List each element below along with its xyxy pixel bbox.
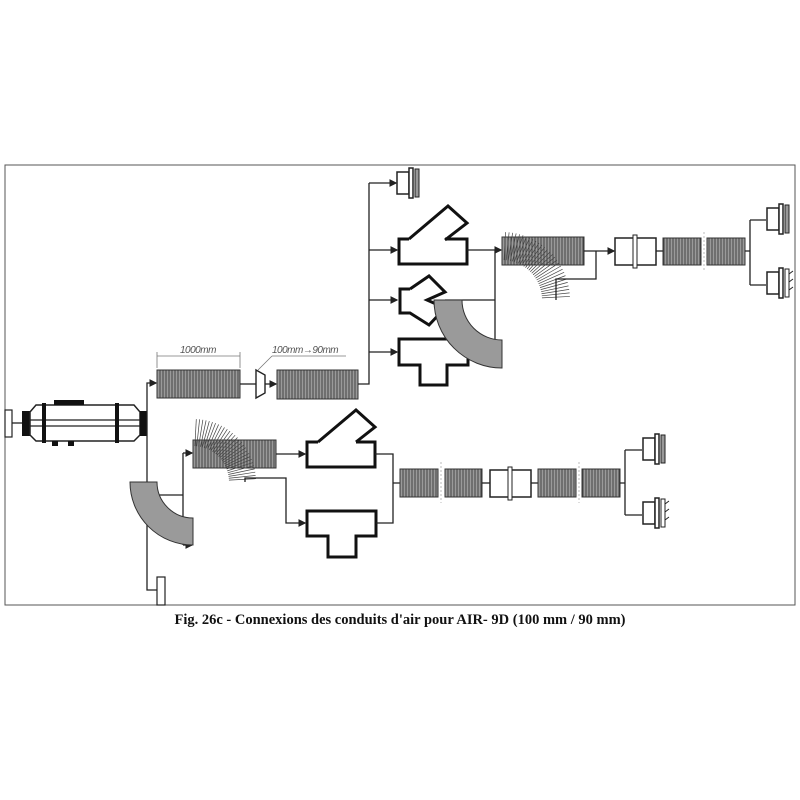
reducer-icon bbox=[255, 368, 266, 400]
flexible-duct bbox=[399, 468, 439, 498]
curved-duct bbox=[129, 419, 256, 546]
air-outlet-grille-icon bbox=[642, 497, 670, 529]
y-connector-icon bbox=[305, 408, 378, 469]
t-connector-icon bbox=[305, 509, 378, 559]
air-outlet-grille-icon bbox=[396, 167, 420, 199]
flexible-duct bbox=[706, 237, 746, 266]
duct-coupling-icon bbox=[614, 234, 657, 269]
reducer-label: 100mm→90mm bbox=[272, 345, 338, 356]
figure-caption: Fig. 26c - Connexions des conduits d'air… bbox=[174, 612, 626, 628]
curved-duct bbox=[433, 232, 570, 369]
figure-frame bbox=[4, 164, 796, 606]
air-outlet-grille-icon bbox=[766, 203, 790, 235]
duct-length-label: 1000mm bbox=[180, 345, 216, 356]
flexible-duct bbox=[276, 369, 359, 400]
flexible-duct bbox=[156, 369, 241, 399]
y-connector-icon bbox=[397, 204, 470, 266]
duct-coupling-icon bbox=[489, 466, 532, 501]
air-outlet-grille-icon bbox=[766, 267, 794, 299]
heater-icon bbox=[4, 400, 147, 446]
outlet-cap-icon bbox=[156, 576, 166, 606]
flexible-duct bbox=[501, 236, 585, 266]
flexible-duct bbox=[662, 237, 702, 266]
flexible-duct bbox=[581, 468, 621, 498]
flexible-duct bbox=[537, 468, 577, 498]
air-outlet-grille-icon bbox=[642, 433, 666, 465]
flexible-duct bbox=[444, 468, 483, 498]
